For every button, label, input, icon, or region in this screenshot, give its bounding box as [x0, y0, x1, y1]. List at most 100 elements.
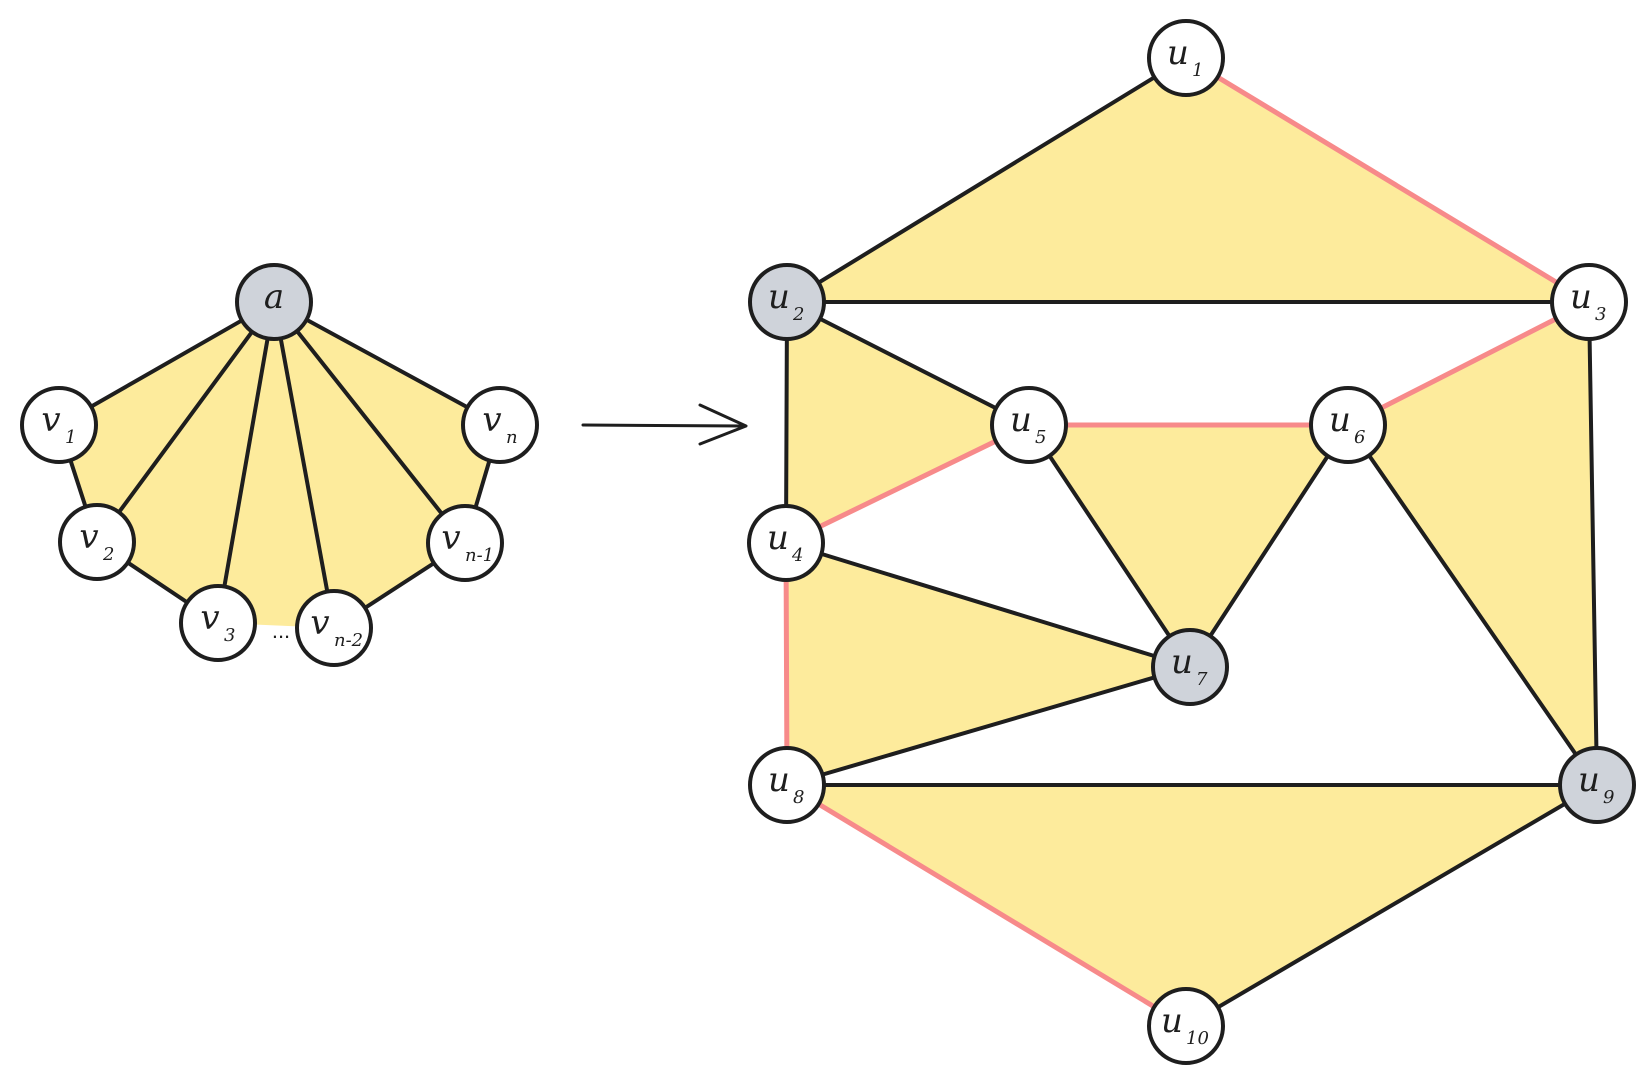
fan-edge-a-vn1: [272, 300, 467, 545]
target-node-circle-u4: [747, 504, 825, 582]
target-edge-u5-u7: [1027, 423, 1192, 669]
fan-edge-a-vn: [272, 300, 502, 427]
target-node-subscript-u6: 6: [1354, 427, 1365, 448]
fan-node-subscript-v3: 3: [224, 625, 235, 646]
fan-node-label-a: a: [264, 277, 284, 317]
target-edge-u3-u6: [1345, 299, 1592, 428]
fan-faces: [59, 302, 500, 628]
target-node-circle-u9: [1558, 746, 1636, 824]
fan-node-label-vn2: v: [310, 603, 329, 643]
arrow-shaft: [581, 423, 747, 428]
target-node-circle-u3: [1550, 263, 1628, 341]
target-edge-u4-u7: [784, 541, 1192, 669]
transform-arrow: [581, 403, 748, 446]
target-node-circle-u7: [1151, 628, 1229, 706]
target-node-circle-u5: [990, 386, 1068, 464]
target-node-subscript-u9: 9: [1603, 787, 1614, 808]
fan-node-label-v3: v: [200, 598, 219, 638]
target-node-circle-u2: [748, 263, 826, 341]
fan-node-subscript-v1: 1: [65, 427, 76, 448]
target-face-u4-u7-u8: [786, 543, 1190, 785]
target-face-u2-u4-u5: [786, 302, 1029, 543]
ellipsis-label: ...: [272, 618, 290, 643]
target-edge-u4-u8: [783, 540, 790, 788]
fan-face-a-v1-v2-v3-vn2-vn1-vn: [59, 302, 500, 628]
fan-node-subscript-v2: 2: [102, 544, 114, 565]
fan-node-circle-v3: [179, 584, 257, 662]
target-node-subscript-u5: 5: [1035, 427, 1046, 448]
fan-node-label-vn: v: [482, 400, 501, 440]
fan-node-subscript-vn: n: [506, 427, 518, 448]
fan-node-label-v1: v: [41, 400, 60, 440]
target-node-circle-u1: [1147, 19, 1225, 97]
target-face-u5-u6-u7: [1029, 425, 1348, 667]
target-face-u8-u9-u10: [787, 785, 1597, 1026]
fan-node-circle-v2: [58, 503, 136, 581]
target-faces: [786, 58, 1597, 1026]
fan-node-circle-a: [235, 263, 313, 341]
target-edge-u2-u4: [784, 300, 789, 545]
fan-node-circle-vn: [461, 386, 539, 464]
fan-edge-a-v3: [216, 300, 276, 625]
target-edge-u7-u8: [785, 665, 1192, 787]
fan-edges: [57, 300, 502, 630]
target-node-label-u1: u: [1167, 33, 1189, 73]
target-edge-u3-u9: [1587, 300, 1599, 787]
target-node-circle-u8: [748, 746, 826, 824]
fan-node-circle-v1: [20, 386, 98, 464]
target-edge-u6-u7: [1188, 423, 1350, 669]
target-edges: [783, 55, 1599, 1029]
target-edge-u9-u10: [1184, 783, 1599, 1028]
arrow-head: [698, 403, 748, 446]
target-node-subscript-u10: 10: [1186, 1028, 1209, 1049]
target-edge-u8-u10: [784, 782, 1189, 1029]
target-node-subscript-u1: 1: [1192, 60, 1203, 81]
target-node-circle-u6: [1309, 386, 1387, 464]
fan-edge-a-v2: [95, 300, 276, 544]
target-node-label-u9: u: [1578, 760, 1600, 800]
fan-edge-a-vn2: [272, 300, 336, 630]
target-node-label-u4: u: [767, 518, 789, 558]
target-edge-u6-u9: [1346, 423, 1599, 787]
fan-node-label-vn1: v: [441, 518, 460, 558]
target-node-subscript-u7: 7: [1196, 669, 1208, 690]
fan-node-subscript-vn1: n-1: [465, 545, 494, 566]
target-node-subscript-u8: 8: [793, 787, 804, 808]
target-node-label-u3: u: [1570, 277, 1592, 317]
target-node-circle-u10: [1147, 987, 1225, 1065]
target-edge-u4-u5: [783, 422, 1032, 546]
target-node-subscript-u4: 4: [791, 545, 803, 566]
fan-node-subscript-vn2: n-2: [334, 630, 363, 651]
target-node-subscript-u2: 2: [792, 304, 804, 325]
target-node-label-u8: u: [768, 760, 790, 800]
fan-node-circle-vn1: [426, 504, 504, 582]
target-face-u3-u6-u9: [1348, 302, 1597, 785]
target-node-label-u5: u: [1010, 400, 1032, 440]
fan-node-a: a: [235, 263, 313, 341]
fan-edge-a-v1: [57, 300, 276, 427]
target-edge-u1-u3: [1183, 55, 1592, 305]
target-edge-u1-u2: [785, 56, 1188, 304]
fan-node-circle-vn2: [295, 589, 373, 667]
target-node-subscript-u3: 3: [1595, 304, 1606, 325]
target-node-label-u7: u: [1171, 642, 1193, 682]
